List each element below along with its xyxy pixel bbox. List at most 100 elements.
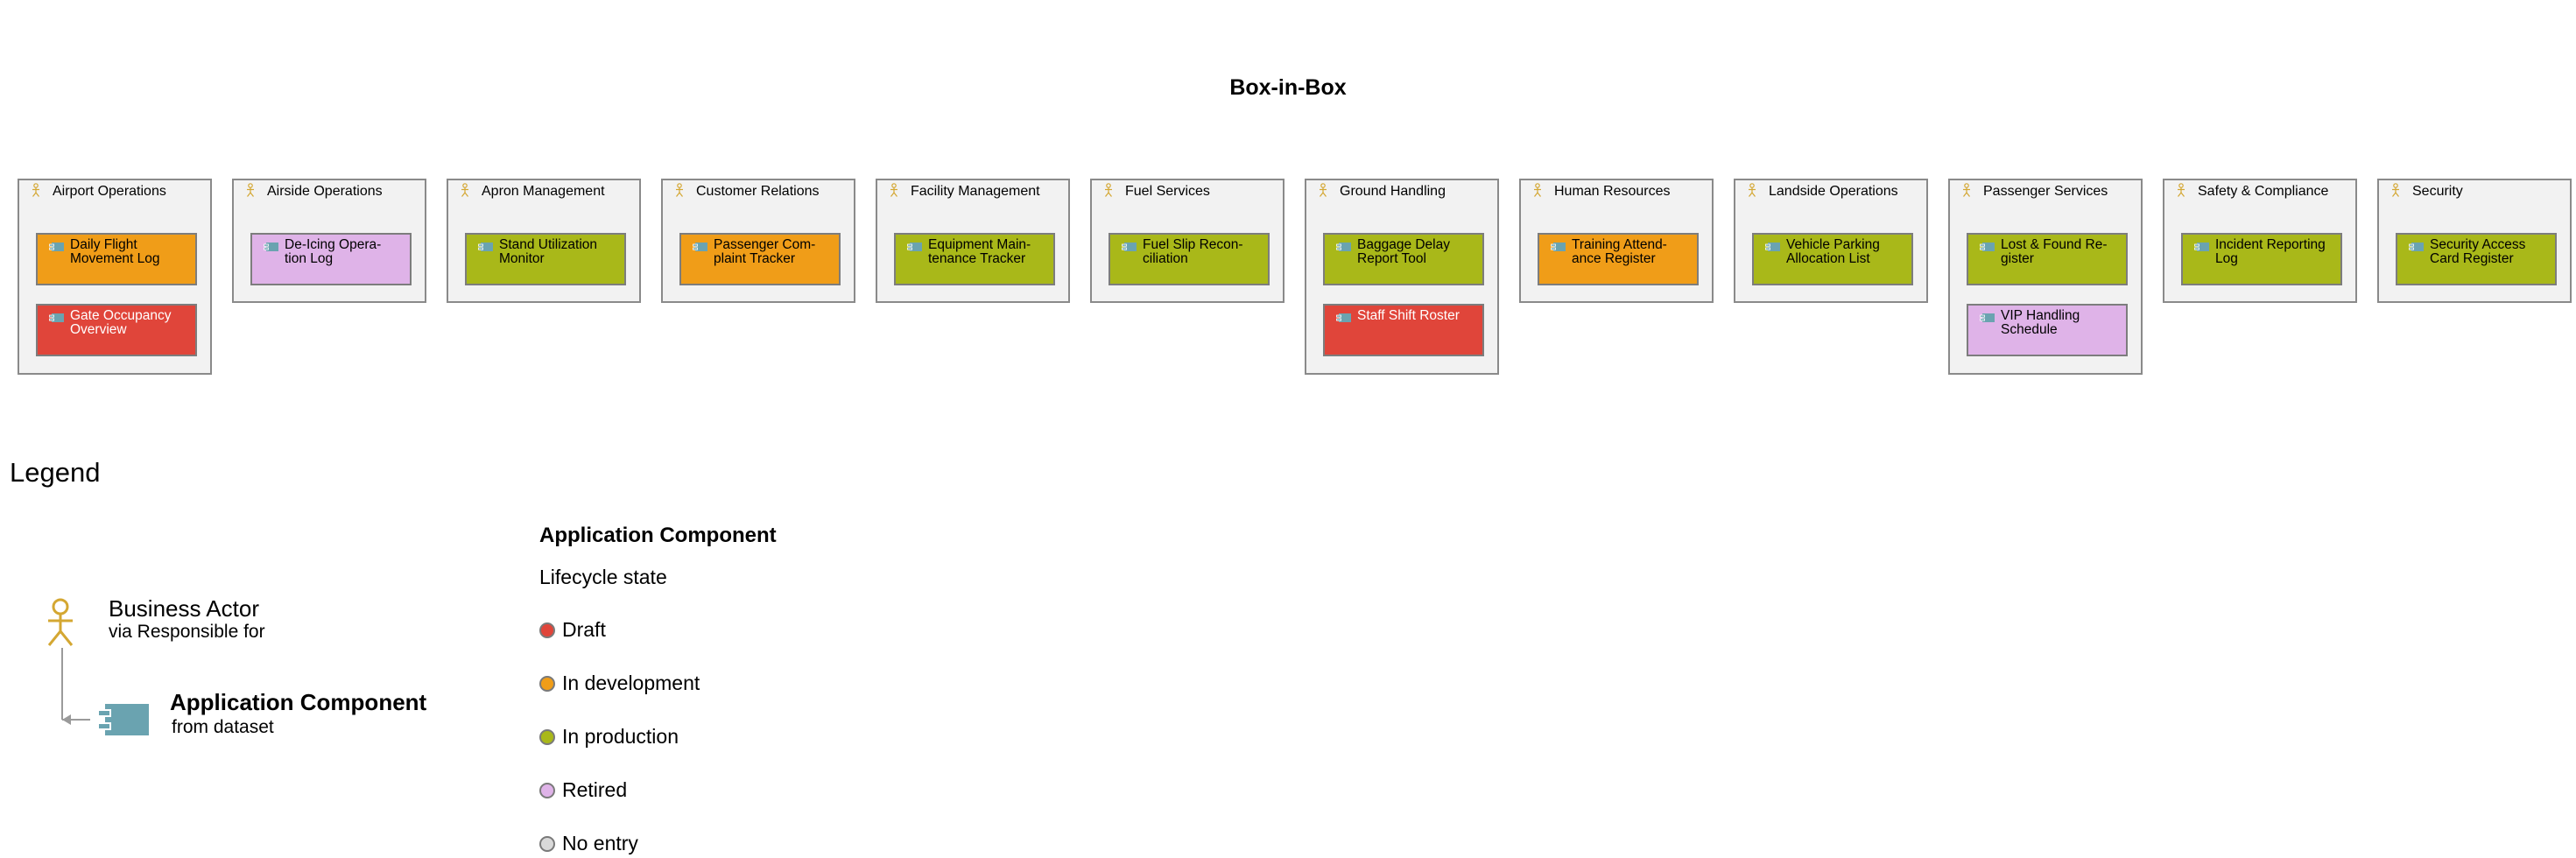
business-actor-icon bbox=[1533, 182, 1554, 201]
group-header: Safety & Compliance bbox=[2177, 182, 2328, 201]
business-actor-icon bbox=[2391, 182, 2412, 201]
application-component-equipment-main-tenance-tracker[interactable]: Equipment Main- tenance Tracker bbox=[894, 233, 1055, 285]
lifecycle-subheading: Lifecycle state bbox=[539, 566, 667, 588]
business-actor-icon bbox=[675, 182, 696, 201]
business-actor-icon bbox=[461, 182, 482, 201]
application-component-icon bbox=[1336, 313, 1352, 323]
group-label: Safety & Compliance bbox=[2198, 184, 2329, 199]
application-component-fuel-slip-recon-ciliation[interactable]: Fuel Slip Recon- ciliation bbox=[1109, 233, 1270, 285]
application-component-icon bbox=[1980, 313, 1995, 323]
lifecycle-item-in-development: In development bbox=[539, 672, 700, 695]
application-component-label: Daily Flight Movement Log bbox=[70, 237, 160, 266]
application-component-vip-handling-schedule[interactable]: VIP Handling Schedule bbox=[1967, 304, 2128, 356]
group-label: Customer Relations bbox=[696, 184, 820, 199]
group-label: Ground Handling bbox=[1340, 184, 1446, 199]
application-component-label: Fuel Slip Recon- ciliation bbox=[1143, 237, 1243, 266]
business-actor-icon bbox=[1104, 182, 1125, 201]
lifecycle-swatch-icon bbox=[539, 622, 555, 638]
application-component-icon bbox=[1336, 242, 1352, 252]
group-header: Facility Management bbox=[890, 182, 1040, 201]
application-component-icon bbox=[1122, 242, 1137, 252]
lifecycle-item-retired: Retired bbox=[539, 778, 627, 802]
group-label: Security bbox=[2412, 184, 2463, 199]
legend-actor-sub: via Responsible for bbox=[109, 622, 265, 642]
group-label: Apron Management bbox=[482, 184, 605, 199]
application-component-label: Equipment Main- tenance Tracker bbox=[928, 237, 1031, 266]
legend-component-sub: from dataset bbox=[172, 717, 274, 737]
group-header: Airside Operations bbox=[246, 182, 383, 201]
group-header: Passenger Services bbox=[1962, 182, 2108, 201]
application-component-training-attend-ance-register[interactable]: Training Attend- ance Register bbox=[1538, 233, 1699, 285]
application-component-label: Incident Reporting Log bbox=[2215, 237, 2326, 266]
lifecycle-item-in-production: In production bbox=[539, 725, 679, 749]
application-component-stand-utilization-monitor[interactable]: Stand Utilization Monitor bbox=[465, 233, 626, 285]
application-component-label: Passenger Com- plaint Tracker bbox=[714, 237, 816, 266]
application-component-passenger-com-plaint-tracker[interactable]: Passenger Com- plaint Tracker bbox=[679, 233, 841, 285]
group-header: Airport Operations bbox=[32, 182, 166, 201]
application-component-icon bbox=[2409, 242, 2425, 252]
responsible-for-arrow bbox=[61, 648, 90, 725]
business-actor-icon bbox=[32, 182, 53, 201]
group-header: Apron Management bbox=[461, 182, 605, 201]
business-actor-icon bbox=[2177, 182, 2198, 201]
lifecycle-swatch-icon bbox=[539, 728, 555, 745]
application-component-label: Vehicle Parking Allocation List bbox=[1786, 237, 1880, 266]
lifecycle-swatch-icon bbox=[539, 675, 555, 692]
application-component-label: Baggage Delay Report Tool bbox=[1357, 237, 1450, 266]
business-actor-icon bbox=[246, 182, 267, 201]
diagram-title: Box-in-Box bbox=[1229, 75, 1347, 100]
group-header: Fuel Services bbox=[1104, 182, 1210, 201]
application-component-label: Stand Utilization Monitor bbox=[499, 237, 598, 266]
application-component-lost-found-re-gister[interactable]: Lost & Found Re- gister bbox=[1967, 233, 2128, 285]
legend-title: Legend bbox=[10, 457, 101, 488]
application-component-icon bbox=[907, 242, 923, 252]
application-component-icon bbox=[1980, 242, 1995, 252]
lifecycle-heading: Application Component bbox=[539, 524, 777, 547]
business-actor-icon bbox=[1962, 182, 1983, 201]
application-component-icon bbox=[478, 242, 494, 252]
application-component-label: De-Icing Opera- tion Log bbox=[285, 237, 382, 266]
group-label: Landside Operations bbox=[1769, 184, 1898, 199]
application-component-label: Lost & Found Re- gister bbox=[2001, 237, 2108, 266]
application-component-staff-shift-roster[interactable]: Staff Shift Roster bbox=[1323, 304, 1484, 356]
application-component-vehicle-parking-allocation-list[interactable]: Vehicle Parking Allocation List bbox=[1752, 233, 1913, 285]
application-component-icon bbox=[49, 313, 65, 323]
application-component-de-icing-opera-tion-log[interactable]: De-Icing Opera- tion Log bbox=[250, 233, 412, 285]
business-actor-icon bbox=[1748, 182, 1769, 201]
application-component-gate-occupancy-overview[interactable]: Gate Occupancy Overview bbox=[36, 304, 197, 356]
application-component-icon bbox=[97, 704, 149, 735]
group-header: Landside Operations bbox=[1748, 182, 1898, 201]
group-header: Security bbox=[2391, 182, 2463, 201]
application-component-label: Training Attend- ance Register bbox=[1572, 237, 1667, 266]
business-actor-icon bbox=[47, 598, 74, 646]
application-component-incident-reporting-log[interactable]: Incident Reporting Log bbox=[2181, 233, 2342, 285]
lifecycle-label: Retired bbox=[562, 778, 628, 801]
application-component-icon bbox=[693, 242, 708, 252]
lifecycle-label: In development bbox=[562, 672, 700, 694]
application-component-daily-flight-movement-log[interactable]: Daily Flight Movement Log bbox=[36, 233, 197, 285]
application-component-security-access-card-register[interactable]: Security Access Card Register bbox=[2396, 233, 2557, 285]
lifecycle-item-draft: Draft bbox=[539, 618, 606, 642]
group-label: Passenger Services bbox=[1983, 184, 2108, 199]
group-label: Fuel Services bbox=[1125, 184, 1210, 199]
business-actor-icon bbox=[1319, 182, 1340, 201]
application-component-label: Gate Occupancy Overview bbox=[70, 308, 172, 337]
application-component-baggage-delay-report-tool[interactable]: Baggage Delay Report Tool bbox=[1323, 233, 1484, 285]
application-component-icon bbox=[1551, 242, 1566, 252]
application-component-label: VIP Handling Schedule bbox=[2001, 308, 2080, 337]
application-component-label: Security Access Card Register bbox=[2430, 237, 2526, 266]
group-label: Human Resources bbox=[1554, 184, 1671, 199]
legend-actor-name: Business Actor bbox=[109, 595, 259, 622]
